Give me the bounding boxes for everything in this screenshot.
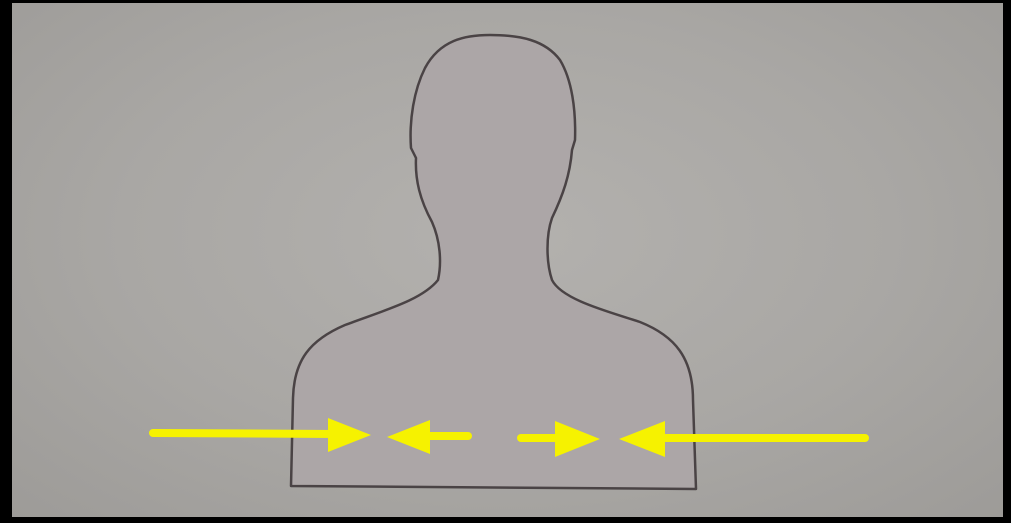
arrow-left-outer: [153, 418, 371, 452]
bust-silhouette: [291, 35, 696, 489]
arrow-right-outer: [619, 421, 865, 457]
